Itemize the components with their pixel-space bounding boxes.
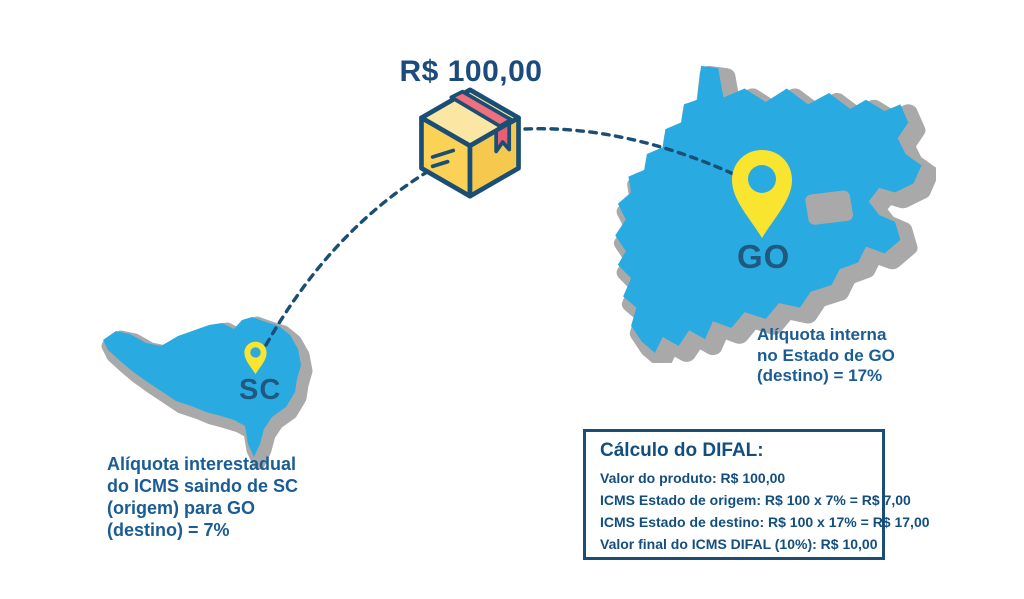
difal-destination-icms-line: ICMS Estado de destino: R$ 100 x 17% = R… [600,514,930,530]
destination-tax-caption-line: (destino) = 17% [757,366,883,385]
difal-product-value-line: Valor do produto: R$ 100,00 [600,470,786,486]
package-box-icon [419,87,521,199]
product-price-label: R$ 100,00 [399,55,543,88]
difal-origin-icms-line: ICMS Estado de origem: R$ 100 x 7% = R$ … [600,492,911,508]
sc-state-label: SC [239,374,282,406]
destination-tax-caption: Alíquota interna no Estado de GO (destin… [757,325,895,387]
go-map-pin-icon [732,150,792,238]
go-state-label: GO [737,238,791,275]
package-tape-end [494,121,512,154]
origin-tax-caption: Alíquota interestadual do ICMS saindo de… [107,453,298,541]
df-region-cutout [805,190,854,225]
route-package-to-go-line [523,127,740,178]
destination-tax-caption-line: no Estado de GO [757,345,895,365]
package-tape-top [449,89,513,129]
difal-final-value-line: Valor final do ICMS DIFAL (10%): R$ 10,0… [600,536,878,552]
route-sc-to-package-line [264,170,429,347]
package-label-lines [430,148,456,169]
destination-tax-caption-line: Alíquota interna [757,325,887,344]
difal-box-title: Cálculo do DIFAL: [600,440,764,461]
origin-tax-caption-line: do ICMS saindo de SC [107,476,299,496]
origin-tax-caption-line: (origem) para GO [107,498,256,518]
sc-map-pin-icon [244,341,267,375]
origin-tax-caption-line: (destino) = 7% [107,520,230,540]
origin-tax-caption-line: Alíquota interestadual [107,454,297,474]
difal-calculation-box: Cálculo do DIFAL: Valor do produto: R$ 1… [583,429,930,560]
